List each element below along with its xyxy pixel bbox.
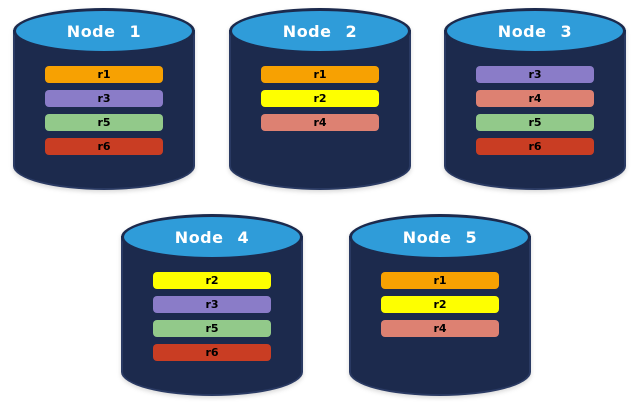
replica-bar: r1 bbox=[381, 272, 499, 289]
node-label: Node 2 bbox=[282, 21, 358, 41]
node-cylinder-3: Node 3 r3 r4 r5 r6 bbox=[444, 8, 626, 190]
cylinder-top: Node 4 bbox=[121, 214, 303, 260]
replica-bar: r6 bbox=[45, 138, 163, 155]
replica-bar: r4 bbox=[261, 114, 379, 131]
replica-bar: r6 bbox=[476, 138, 594, 155]
cylinder-body bbox=[349, 236, 531, 396]
replica-bar: r2 bbox=[261, 90, 379, 107]
replica-bar: r3 bbox=[476, 66, 594, 83]
replica-list: r1 r3 r5 r6 bbox=[13, 66, 195, 155]
replica-bar: r6 bbox=[153, 344, 271, 361]
node-label: Node 1 bbox=[66, 21, 142, 41]
node-cylinder-4: Node 4 r2 r3 r5 r6 bbox=[121, 214, 303, 396]
replica-bar: r4 bbox=[381, 320, 499, 337]
replica-bar: r2 bbox=[153, 272, 271, 289]
replica-bar: r5 bbox=[45, 114, 163, 131]
replica-bar: r1 bbox=[261, 66, 379, 83]
replica-list: r1 r2 r4 bbox=[349, 272, 531, 337]
node-label: Node 3 bbox=[497, 21, 573, 41]
replica-bar: r1 bbox=[45, 66, 163, 83]
cylinder-body bbox=[121, 236, 303, 396]
cylinder-body bbox=[229, 30, 411, 190]
cylinder-top: Node 5 bbox=[349, 214, 531, 260]
cylinder-top: Node 3 bbox=[444, 8, 626, 54]
replica-bar: r2 bbox=[381, 296, 499, 313]
node-label: Node 5 bbox=[402, 227, 478, 247]
cylinder-body bbox=[13, 30, 195, 190]
replica-bar: r5 bbox=[476, 114, 594, 131]
replica-bar: r3 bbox=[153, 296, 271, 313]
replica-list: r3 r4 r5 r6 bbox=[444, 66, 626, 155]
replica-bar: r4 bbox=[476, 90, 594, 107]
node-cylinder-2: Node 2 r1 r2 r4 bbox=[229, 8, 411, 190]
replica-list: r1 r2 r4 bbox=[229, 66, 411, 131]
node-cylinder-5: Node 5 r1 r2 r4 bbox=[349, 214, 531, 396]
replica-bar: r3 bbox=[45, 90, 163, 107]
cylinder-top: Node 2 bbox=[229, 8, 411, 54]
node-label: Node 4 bbox=[174, 227, 250, 247]
cylinder-top: Node 1 bbox=[13, 8, 195, 54]
replica-bar: r5 bbox=[153, 320, 271, 337]
replica-list: r2 r3 r5 r6 bbox=[121, 272, 303, 361]
cylinder-body bbox=[444, 30, 626, 190]
node-cylinder-1: Node 1 r1 r3 r5 r6 bbox=[13, 8, 195, 190]
